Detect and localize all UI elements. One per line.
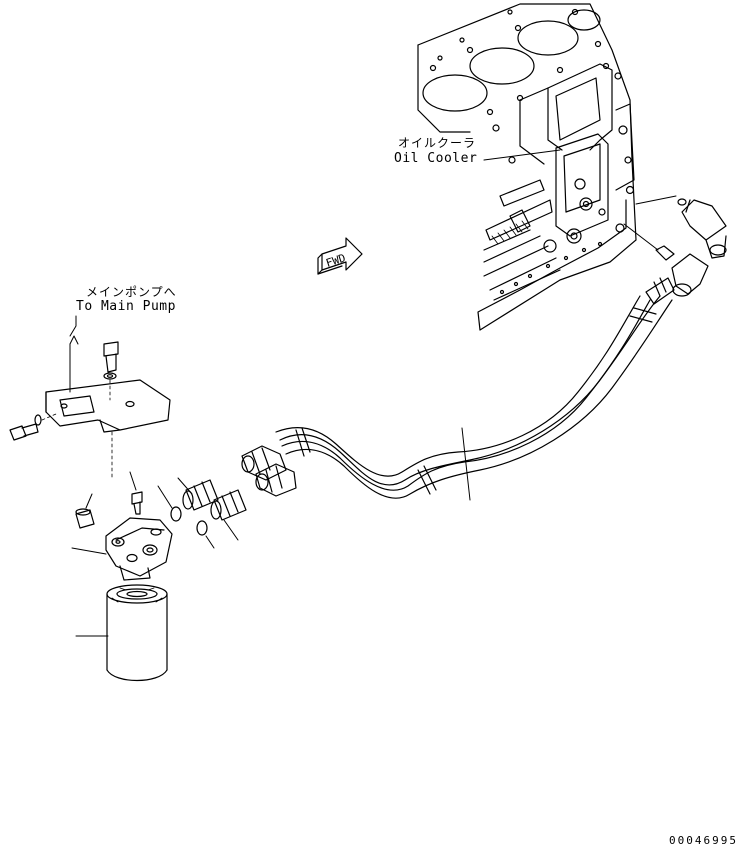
o-ring — [170, 506, 182, 522]
hose-assembly — [275, 277, 675, 499]
screw-small — [131, 491, 143, 515]
engine-block — [417, 3, 637, 331]
oil-cooler-label-en: Oil Cooler — [394, 151, 478, 166]
plug — [75, 508, 95, 529]
main-pump-label-en: To Main Pump — [76, 299, 176, 314]
hose-end-fittings — [241, 445, 297, 497]
elbow-fitting-lower — [623, 223, 709, 297]
elbow-fitting-upper — [681, 199, 727, 259]
filter-head — [105, 517, 173, 581]
bolt-left — [9, 413, 57, 441]
cylinder-bore — [422, 74, 488, 112]
mounting-bracket — [45, 379, 171, 433]
adapter-fittings — [170, 479, 247, 536]
cylinder-bore — [517, 20, 579, 56]
main-pump-label-jp: メインポンプへ — [86, 285, 177, 299]
filter-cartridge — [106, 584, 168, 681]
oil-cooler-housing — [555, 133, 609, 237]
drawing-code: 00046995 — [669, 834, 738, 847]
hose-leader — [461, 427, 471, 501]
leader-line — [635, 195, 677, 205]
o-ring — [677, 198, 687, 206]
fwd-label: FWD — [324, 251, 347, 270]
fwd-arrow — [317, 237, 363, 275]
oil-cooler-leader — [483, 149, 561, 161]
cylinder-bore — [469, 47, 535, 85]
oil-cooler-label-jp: オイルクーラ — [398, 136, 477, 150]
o-ring — [196, 520, 208, 536]
bolt-top — [103, 341, 119, 401]
